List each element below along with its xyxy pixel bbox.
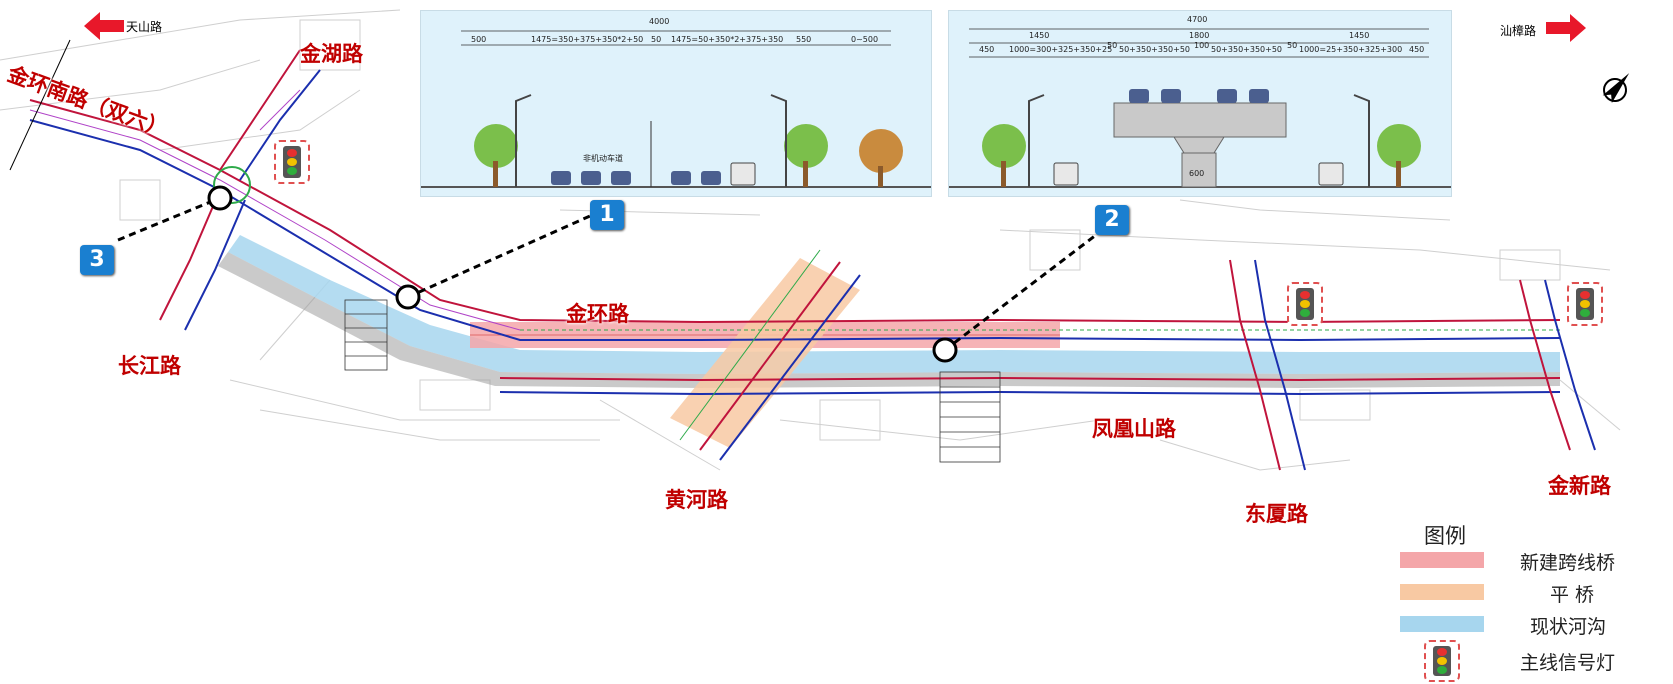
section-2-mid-5: 100 bbox=[1194, 41, 1210, 50]
legend-label-new-bridge: 新建跨线桥 bbox=[1520, 552, 1616, 574]
traffic-signal-icon bbox=[1287, 282, 1323, 326]
road-label-jinhuan: 金环路 bbox=[566, 302, 629, 326]
road-label-fenghuangshan: 凤凰山路 bbox=[1092, 417, 1176, 441]
road-label-jinxin: 金新路 bbox=[1548, 474, 1611, 498]
legend-swatch-flat-bridge bbox=[1400, 584, 1484, 600]
road-label-dongxia: 东厦路 bbox=[1245, 502, 1308, 526]
cross-section-1-drawing bbox=[421, 30, 931, 188]
boundary-line bbox=[9, 39, 71, 171]
marker-badge-1: 1 bbox=[590, 200, 624, 230]
section-2-pier-width: 600 bbox=[1189, 169, 1205, 178]
flat-bridge bbox=[670, 258, 860, 448]
section-2-mid-7: 50 bbox=[1287, 41, 1298, 50]
legend-swatch-new-bridge bbox=[1400, 552, 1484, 568]
section-1-part-4: 550 bbox=[796, 35, 812, 44]
left-direction-label: 天山路 bbox=[126, 20, 163, 34]
right-direction-label: 汕樟路 bbox=[1500, 24, 1537, 38]
section-2-mid-8: 1000=25+350+325+300 bbox=[1299, 45, 1403, 54]
location-circle-1 bbox=[395, 284, 421, 310]
section-1-part-2: 1475=350+375+350*2+50 bbox=[531, 35, 644, 44]
section-2-mid-2: 1000=300+325+350+25 bbox=[1009, 45, 1113, 54]
location-circle-3 bbox=[207, 185, 233, 211]
legend-swatch-river bbox=[1400, 616, 1484, 632]
river-bank bbox=[218, 252, 1560, 388]
section-1-total: 4000 bbox=[649, 17, 670, 26]
traffic-signal-icon bbox=[1567, 282, 1603, 326]
section-1-bike-lane: 非机动车道 bbox=[583, 154, 623, 163]
section-1-part-1: 500 bbox=[471, 35, 487, 44]
road-label-huanghe: 黄河路 bbox=[665, 488, 728, 512]
location-circle-2 bbox=[932, 337, 958, 363]
section-2-mid-3: 50 bbox=[1107, 41, 1118, 50]
legend-label-signal: 主线信号灯 bbox=[1520, 652, 1616, 674]
section-1-part-3: 1475=50+350*2+375+350 bbox=[671, 35, 784, 44]
section-2-total: 4700 bbox=[1187, 15, 1208, 24]
section-1-center: 50 bbox=[651, 35, 662, 44]
traffic-signal-icon bbox=[274, 140, 310, 184]
section-2-mid-6: 50+350+350+50 bbox=[1211, 45, 1283, 54]
legend-title: 图例 bbox=[1424, 524, 1466, 548]
legend-label-flat-bridge: 平 桥 bbox=[1550, 584, 1595, 606]
section-2-top-2: 1800 bbox=[1189, 31, 1210, 40]
dimension-table bbox=[344, 299, 1001, 463]
section-2-top-1: 1450 bbox=[1029, 31, 1050, 40]
section-2-mid-4: 50+350+350+50 bbox=[1119, 45, 1191, 54]
legend-traffic-signal-icon bbox=[1424, 640, 1460, 682]
road-lines bbox=[29, 49, 1596, 471]
right-direction-arrow-icon bbox=[1546, 14, 1586, 42]
roundabout bbox=[213, 166, 251, 204]
cross-section-1: 4000 500 1475=350+375+350*2+50 50 1475=5… bbox=[420, 10, 932, 197]
left-direction-arrow-icon bbox=[84, 12, 124, 40]
river-channel bbox=[228, 235, 1560, 374]
road-label-jinhu: 金湖路 bbox=[300, 42, 363, 66]
leader-lines bbox=[117, 196, 1101, 352]
legend-label-river: 现状河沟 bbox=[1530, 616, 1607, 638]
section-2-mid-1: 450 bbox=[979, 45, 995, 54]
north-arrow-icon bbox=[1602, 73, 1630, 104]
section-2-mid-9: 450 bbox=[1409, 45, 1425, 54]
section-2-top-3: 1450 bbox=[1349, 31, 1370, 40]
marker-badge-2: 2 bbox=[1095, 205, 1129, 235]
road-label-changjiang: 长江路 bbox=[118, 354, 181, 378]
cross-section-2: 4700 1450 1800 1450 450 1000=300+325+350… bbox=[948, 10, 1452, 197]
section-1-part-5: 0~500 bbox=[851, 35, 879, 44]
marker-badge-3: 3 bbox=[80, 245, 114, 275]
cross-section-2-drawing bbox=[949, 28, 1451, 188]
